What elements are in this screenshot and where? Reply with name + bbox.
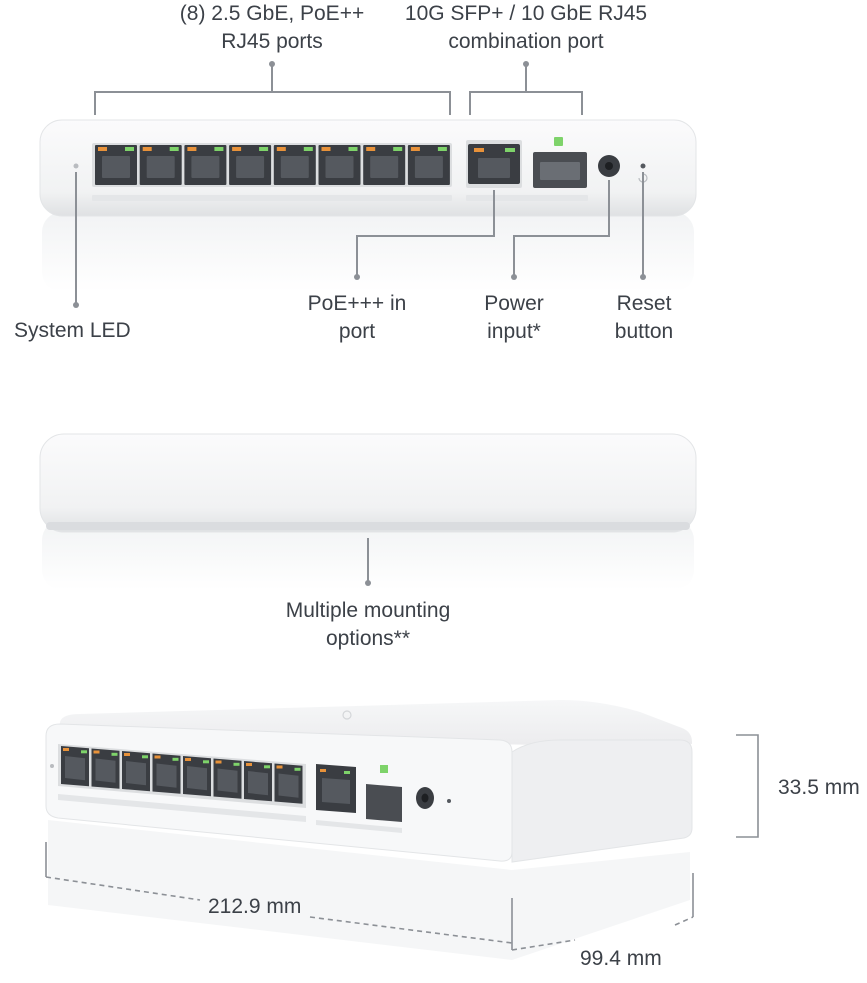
port-led-orange — [232, 147, 242, 151]
rj45-port — [183, 756, 211, 797]
port-led-orange — [98, 147, 107, 151]
port-led-orange — [124, 753, 130, 756]
rj45-port — [61, 746, 89, 787]
rj45-ports-label: (8) 2.5 GbE, PoE++ RJ45 ports — [150, 0, 394, 56]
rj45-port — [229, 145, 272, 185]
mounting-label-line2: options** — [325, 627, 411, 650]
port-led-orange — [93, 750, 100, 754]
port-led-green — [393, 147, 403, 151]
rj45-port — [139, 145, 182, 185]
port-led-orange — [215, 760, 222, 764]
rj45-port — [152, 753, 181, 794]
reset-button-label-line2: button — [614, 320, 674, 343]
rj45-port — [274, 763, 303, 804]
port-led-orange — [410, 147, 420, 151]
height-dimension-label: 33.5 mm — [778, 776, 860, 799]
port-led-green — [264, 765, 270, 769]
power-input-label-line2: input* — [487, 320, 541, 343]
rj45-port — [122, 751, 150, 792]
rj45-port — [273, 145, 316, 185]
port-led-green — [172, 757, 179, 761]
rj45-port — [95, 145, 137, 185]
port-led-green — [169, 147, 179, 151]
rj45-port — [91, 748, 120, 789]
dimension-lines — [45, 734, 759, 951]
rj45-port — [184, 145, 227, 185]
reset-button-icon — [640, 163, 646, 169]
power-input-label-line1: Power — [484, 292, 544, 315]
combo-port-label-line2: combination port — [448, 30, 604, 53]
perspective-view-device — [45, 700, 693, 960]
port-led-green — [125, 147, 134, 151]
port-led-orange — [366, 147, 376, 151]
reset-button-label: Reset button — [598, 290, 690, 346]
rj45-port — [407, 145, 450, 185]
port-led-orange — [142, 147, 152, 151]
rj45-port — [244, 761, 272, 802]
poe-in-label: PoE+++ in port — [290, 290, 424, 346]
rj45-ports-label-line1: (8) 2.5 GbE, PoE++ — [179, 2, 365, 25]
port-led-green — [111, 752, 118, 756]
port-led-green — [437, 147, 447, 151]
system-led-icon — [73, 163, 79, 169]
rj45-port — [213, 758, 242, 799]
port-led-orange — [185, 758, 191, 761]
port-led-green — [259, 147, 269, 151]
port-led-green — [294, 767, 301, 771]
poe-in-label-line1: PoE+++ in — [307, 292, 407, 315]
front-view-device — [39, 119, 697, 292]
port-led-green — [303, 147, 313, 151]
port-led-orange — [187, 147, 197, 151]
port-led-green — [142, 755, 148, 759]
rj45-port — [363, 145, 406, 185]
port-led-orange — [246, 763, 252, 766]
combo-port-label-line1: 10G SFP+ / 10 GbE RJ45 — [404, 2, 648, 25]
port-led-orange — [276, 147, 286, 151]
sfp-led-icon — [554, 137, 563, 146]
front-leader-lines — [73, 61, 646, 308]
depth-dimension-label: 99.4 mm — [580, 947, 662, 970]
system-led-label: System LED — [14, 319, 131, 342]
port-led-green — [348, 147, 358, 151]
port-led-green — [214, 147, 224, 151]
combo-port-label: 10G SFP+ / 10 GbE RJ45 combination port — [390, 0, 662, 56]
port-led-orange — [63, 748, 69, 751]
rj45-ports-label-line2: RJ45 ports — [221, 30, 323, 53]
port-led-green — [81, 750, 87, 754]
rj45-port — [318, 145, 361, 185]
mounting-leader-line — [365, 538, 371, 586]
port-led-green — [233, 762, 240, 766]
port-led-orange — [276, 765, 283, 769]
front-rj45-ports — [95, 145, 450, 185]
port-led-orange — [321, 147, 331, 151]
poe-in-label-line2: port — [338, 320, 376, 343]
mounting-label: Multiple mounting options** — [258, 597, 478, 653]
port-led-green — [203, 760, 209, 764]
mounting-label-line1: Multiple mounting — [285, 599, 451, 622]
reset-button-label-line1: Reset — [616, 292, 672, 315]
perspective-rj45-ports — [61, 746, 303, 804]
width-dimension-label: 212.9 mm — [208, 895, 302, 918]
power-input-label: Power input* — [466, 290, 562, 346]
port-led-orange — [154, 755, 161, 759]
